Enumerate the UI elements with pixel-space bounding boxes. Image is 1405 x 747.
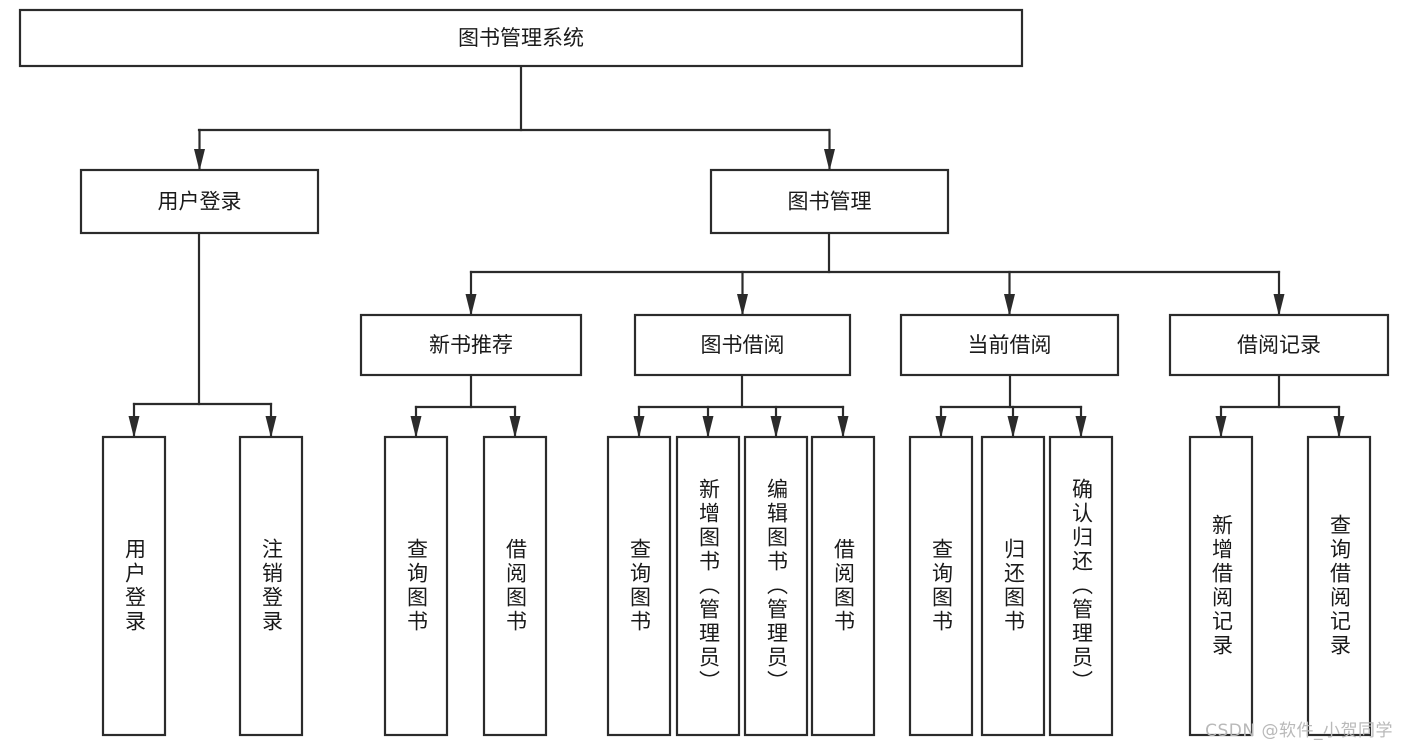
arrow-head-icon <box>1007 416 1019 438</box>
node-leaf-edit-book-admin[interactable]: 编辑图书（管理员） <box>745 437 807 735</box>
node-box-user-login[interactable] <box>79 168 320 235</box>
node-label-leaf-borrow-book-recommend: 借阅图书 <box>503 538 528 634</box>
node-box-leaf-confirm-return-admin[interactable] <box>1048 435 1114 737</box>
arrow-head-icon <box>1215 416 1227 438</box>
node-box-leaf-query-book-borrow[interactable] <box>606 435 672 737</box>
arrow-head-icon <box>509 416 521 438</box>
node-box-book-management[interactable] <box>709 168 950 235</box>
node-leaf-borrow-book-recommend[interactable]: 借阅图书 <box>484 437 546 735</box>
node-leaf-add-borrow-record[interactable]: 新增借阅记录 <box>1190 437 1252 735</box>
node-leaf-confirm-return-admin[interactable]: 确认归还（管理员） <box>1050 437 1112 735</box>
node-label-leaf-query-borrow-record: 查询借阅记录 <box>1327 514 1352 658</box>
node-leaf-add-book-admin[interactable]: 新增图书（管理员） <box>677 437 739 735</box>
node-label-leaf-user-login: 用户登录 <box>122 538 147 634</box>
connector-layer <box>128 64 1345 439</box>
watermark-text: CSDN @软件_小贺同学 <box>1205 721 1393 741</box>
arrow-head-icon <box>770 416 782 438</box>
node-label-leaf-return-book: 归还图书 <box>1001 538 1026 634</box>
node-leaf-query-borrow-record[interactable]: 查询借阅记录 <box>1308 437 1370 735</box>
arrow-head-icon <box>935 416 947 438</box>
node-leaf-user-login[interactable]: 用户登录 <box>103 437 165 735</box>
node-box-leaf-logout-login[interactable] <box>238 435 304 737</box>
node-label-current-borrow: 当前借阅 <box>968 333 1052 357</box>
node-box-leaf-add-book-admin[interactable] <box>675 435 741 737</box>
node-label-book-management: 图书管理 <box>788 190 872 214</box>
node-label-leaf-query-book-borrow: 查询图书 <box>627 538 652 634</box>
arrow-head-icon <box>194 149 205 171</box>
node-label-user-login: 用户登录 <box>158 190 242 214</box>
node-leaf-query-book-borrow[interactable]: 查询图书 <box>608 437 670 735</box>
node-label-leaf-query-book-current: 查询图书 <box>929 538 954 634</box>
node-box-leaf-user-login[interactable] <box>101 435 167 737</box>
node-box-current-borrow[interactable] <box>899 313 1120 377</box>
node-box-leaf-borrow-book[interactable] <box>810 435 876 737</box>
node-label-root: 图书管理系统 <box>458 26 584 50</box>
arrow-head-icon <box>737 294 748 316</box>
arrow-head-icon <box>702 416 714 438</box>
node-label-leaf-add-borrow-record: 新增借阅记录 <box>1209 514 1234 658</box>
arrow-head-icon <box>128 416 140 438</box>
arrow-head-icon <box>265 416 277 438</box>
arrow-head-icon <box>633 416 645 438</box>
arrow-head-icon <box>465 294 477 316</box>
arrow-head-icon <box>837 416 849 438</box>
node-label-new-book-recommend: 新书推荐 <box>429 333 513 357</box>
arrow-head-icon <box>1273 294 1285 316</box>
node-leaf-return-book[interactable]: 归还图书 <box>982 437 1044 735</box>
node-label-leaf-query-book-recommend: 查询图书 <box>404 538 429 634</box>
node-label-leaf-borrow-book: 借阅图书 <box>831 538 856 634</box>
node-box-leaf-query-book-recommend[interactable] <box>383 435 449 737</box>
box-layer <box>18 8 1390 737</box>
node-leaf-borrow-book[interactable]: 借阅图书 <box>812 437 874 735</box>
arrow-head-icon <box>410 416 422 438</box>
node-box-borrow-record[interactable] <box>1168 313 1390 377</box>
arrow-head-icon <box>824 149 835 171</box>
node-box-leaf-edit-book-admin[interactable] <box>743 435 809 737</box>
node-label-leaf-add-book-admin: 新增图书（管理员） <box>696 478 721 694</box>
node-box-leaf-query-borrow-record[interactable] <box>1306 435 1372 737</box>
node-box-new-book-recommend[interactable] <box>359 313 583 377</box>
node-box-root[interactable] <box>18 8 1024 68</box>
node-label-leaf-logout-login: 注销登录 <box>259 538 284 634</box>
node-label-leaf-edit-book-admin: 编辑图书（管理员） <box>764 478 789 694</box>
node-box-leaf-return-book[interactable] <box>980 435 1046 737</box>
node-label-borrow-record: 借阅记录 <box>1237 333 1321 357</box>
arrow-head-icon <box>1004 294 1015 316</box>
arrow-head-icon <box>1333 416 1345 438</box>
arrow-head-icon <box>1075 416 1087 438</box>
node-label-leaf-confirm-return-admin: 确认归还（管理员） <box>1069 478 1094 694</box>
node-box-leaf-query-book-current[interactable] <box>908 435 974 737</box>
node-leaf-query-book-current[interactable]: 查询图书 <box>910 437 972 735</box>
node-leaf-logout-login[interactable]: 注销登录 <box>240 437 302 735</box>
node-box-leaf-borrow-book-recommend[interactable] <box>482 435 548 737</box>
node-box-leaf-add-borrow-record[interactable] <box>1188 435 1254 737</box>
node-leaf-query-book-recommend[interactable]: 查询图书 <box>385 437 447 735</box>
node-box-book-borrow[interactable] <box>633 313 852 377</box>
node-label-book-borrow: 图书借阅 <box>701 333 785 357</box>
